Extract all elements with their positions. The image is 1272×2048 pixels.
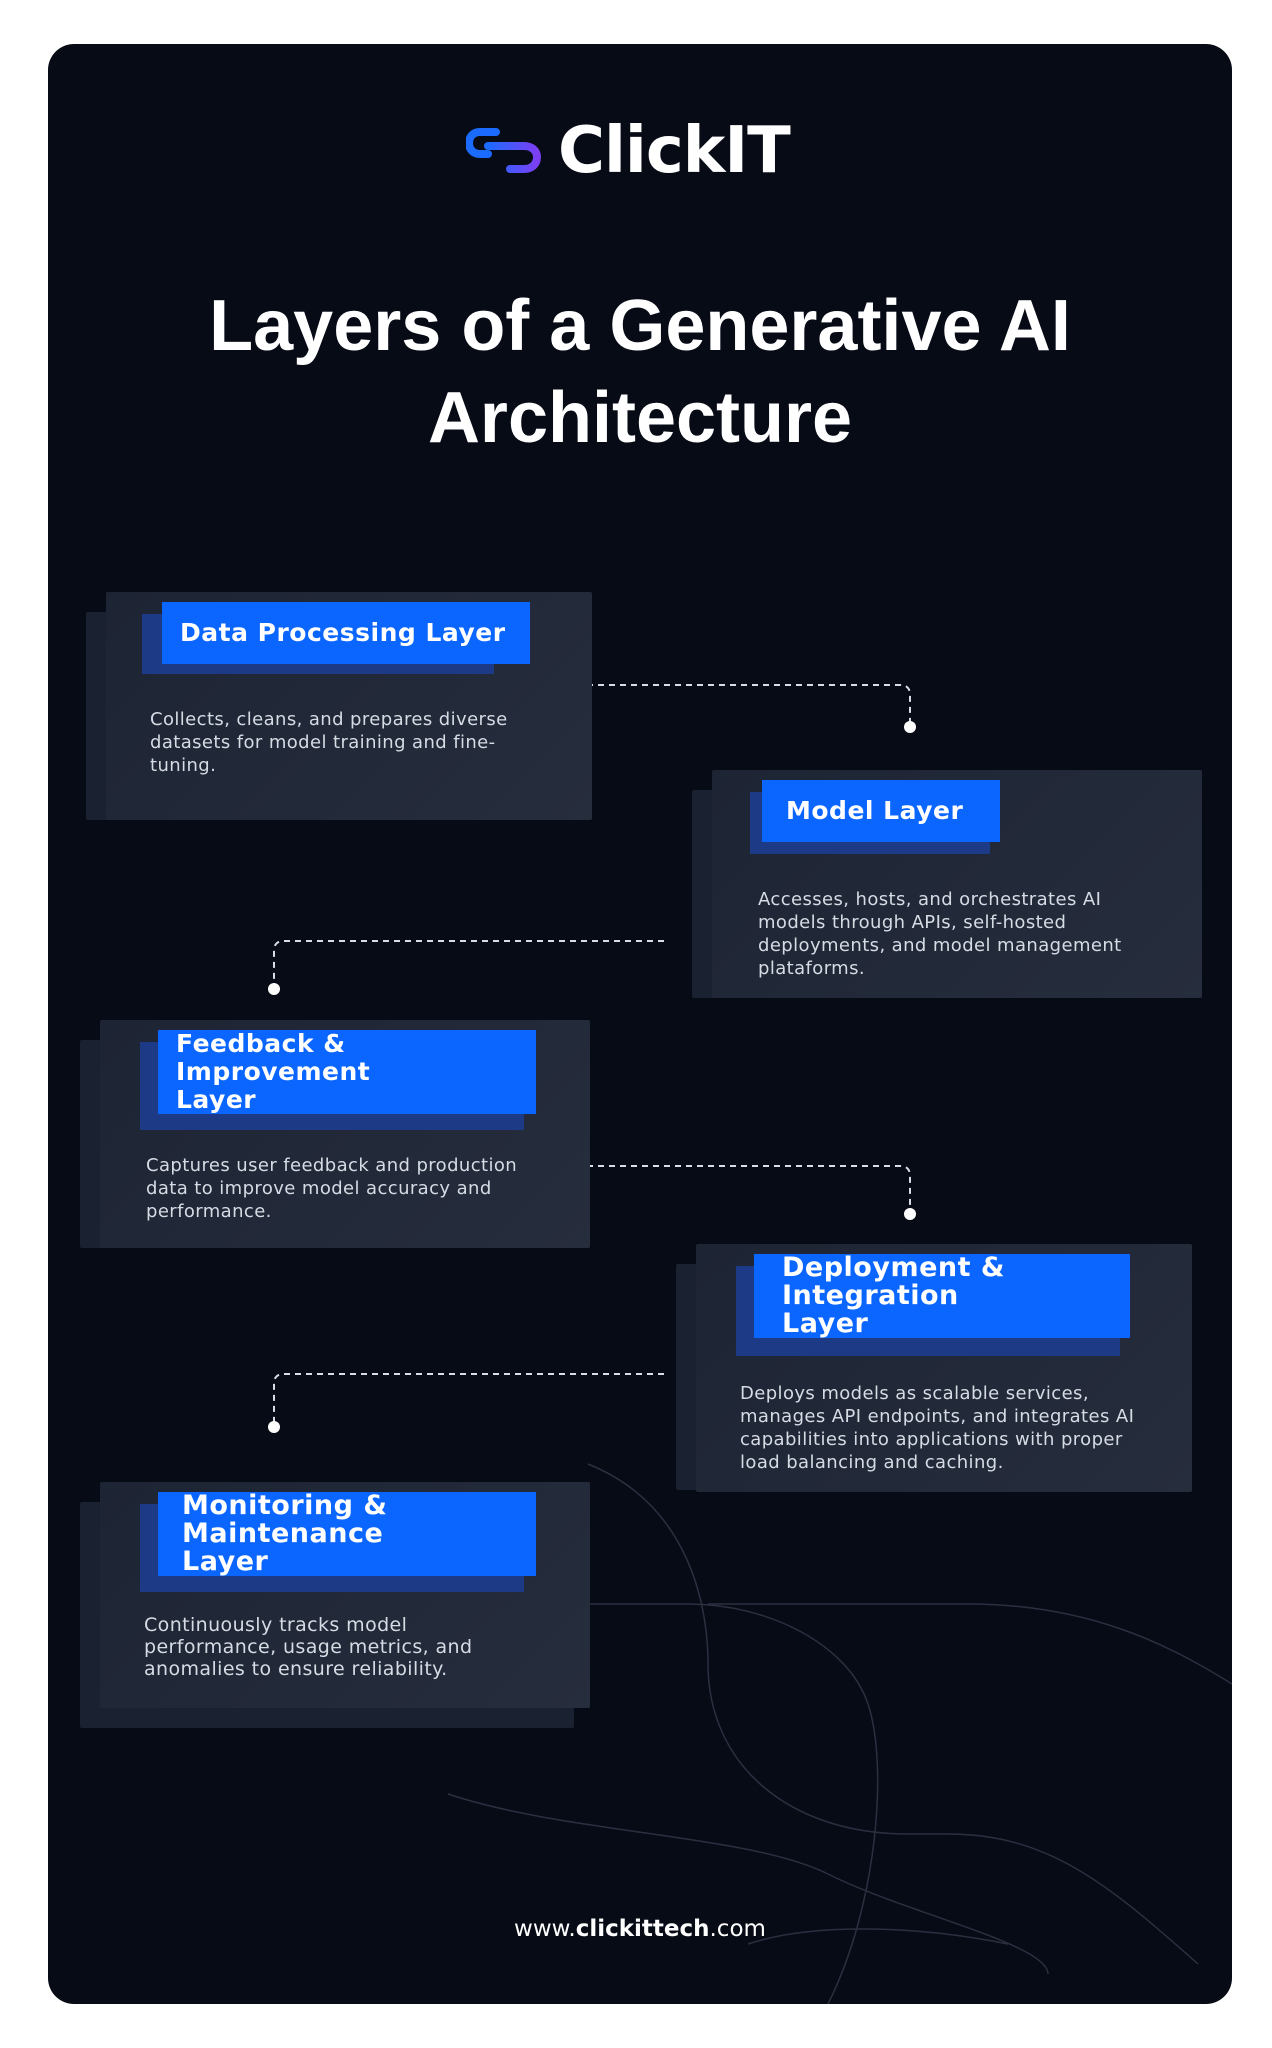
url-suffix: .com [709, 1916, 766, 1942]
layer-title: Data Processing Layer [162, 602, 530, 664]
clickit-logo[interactable]: ClickIT [48, 116, 1232, 196]
url-prefix: www. [514, 1916, 576, 1942]
url-domain: clickittech [575, 1916, 710, 1942]
page-title: Layers of a Generative AI Architecture [209, 286, 1071, 458]
logo-wordmark: ClickIT [558, 114, 791, 188]
layer-description: Deploys models as scalable services, man… [740, 1383, 1135, 1473]
layer-description: Continuously tracks model performance, u… [144, 1614, 473, 1680]
infographic-panel: ClickIT Layers of a Generative AI Archit… [48, 44, 1232, 2004]
layer-description: Accesses, hosts, and orchestrates AI mod… [758, 889, 1122, 979]
website-url[interactable]: www.clickittech.com [48, 1916, 1232, 1942]
layer-description: Captures user feedback and production da… [146, 1155, 518, 1222]
link-chain-icon [466, 128, 542, 173]
background-curves [447, 1463, 1232, 2004]
layer-title: Model Layer [762, 780, 1000, 842]
layer-title: Deployment & Integration Layer [754, 1254, 1130, 1338]
layer-description: Collects, cleans, and prepares diverse d… [150, 709, 508, 776]
layer-title: Monitoring & Maintenance Layer [158, 1492, 536, 1576]
layer-title: Feedback & Improvement Layer [158, 1030, 536, 1114]
